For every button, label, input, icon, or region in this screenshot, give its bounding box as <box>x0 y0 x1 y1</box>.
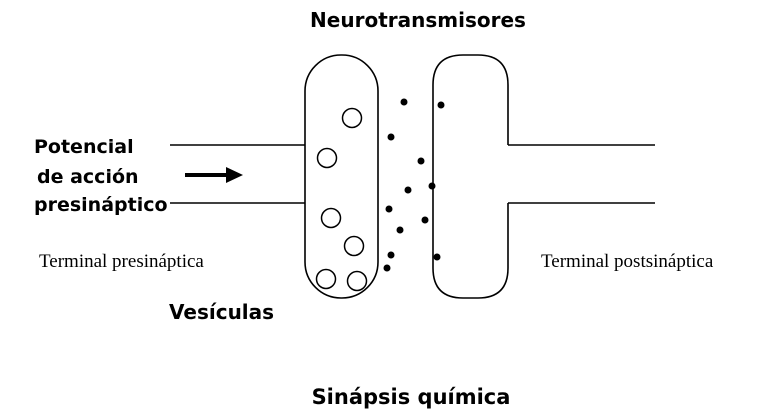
neurotransmitter-dot <box>386 206 393 213</box>
postsynaptic-terminal-outline <box>433 55 508 298</box>
vesicles-label: Vesículas <box>169 300 274 324</box>
vesicle <box>318 149 337 168</box>
presynaptic-terminal-outline <box>305 55 378 298</box>
action-potential-label-line2: de acción <box>37 166 139 188</box>
vesicle <box>317 270 336 289</box>
presynaptic-terminal-label: Terminal presináptica <box>39 251 204 272</box>
action-potential-label-line1: Potencial <box>34 136 134 158</box>
neurotransmitters-label: Neurotransmisores <box>310 8 526 32</box>
neurotransmitter-dot <box>438 102 445 109</box>
neurotransmitter-dot <box>418 158 425 165</box>
vesicle <box>345 237 364 256</box>
neurotransmitter-dot <box>384 265 391 272</box>
arrow-right-icon <box>185 167 243 183</box>
neurotransmitter-dot <box>434 254 441 261</box>
vesicles <box>317 109 367 291</box>
neurotransmitter-dot <box>422 217 429 224</box>
neurotransmitter-dot <box>429 183 436 190</box>
neurotransmitter-dot <box>388 252 395 259</box>
neurotransmitter-dot <box>397 227 404 234</box>
neurotransmitter-dot <box>388 134 395 141</box>
neurotransmitter-dot <box>405 187 412 194</box>
diagram-caption: Sinápsis química <box>312 385 511 409</box>
vesicle <box>322 209 341 228</box>
vesicle <box>348 272 367 291</box>
neurotransmitter-dot <box>401 99 408 106</box>
vesicle <box>343 109 362 128</box>
postsynaptic-terminal-label: Terminal postsináptica <box>541 251 714 272</box>
neurotransmitter-dots <box>384 99 445 272</box>
action-potential-label-line3: presináptico <box>34 194 168 216</box>
